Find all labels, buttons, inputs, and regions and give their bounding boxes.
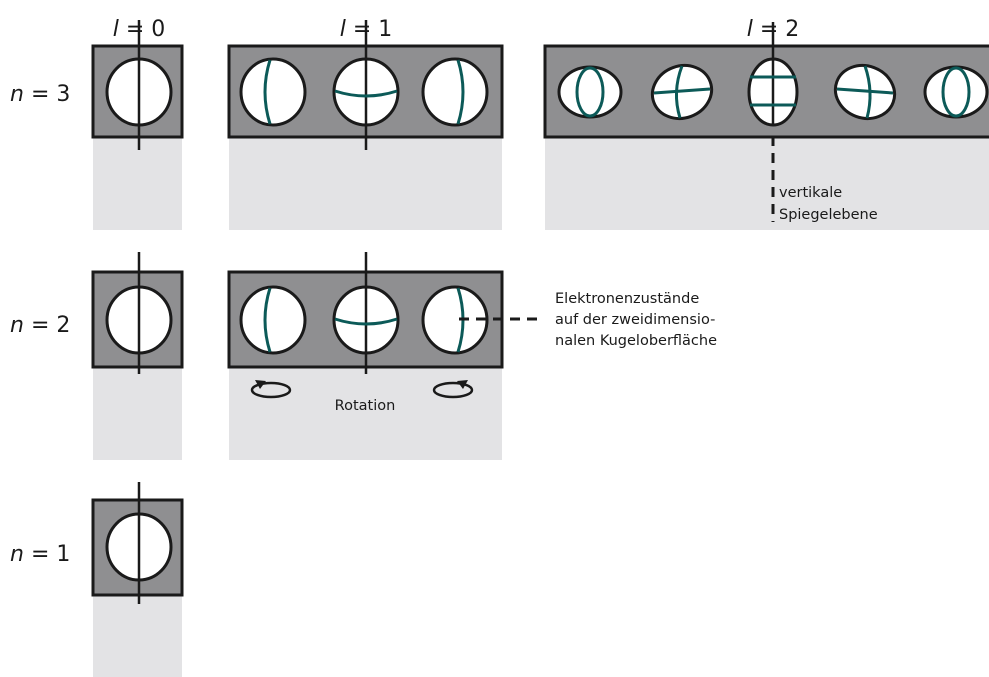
panel-n2-l1: Rotation — [227, 252, 504, 460]
panel-n3-l2 — [543, 22, 989, 230]
panel-n2-l0 — [91, 252, 184, 460]
sphere-d-orbital — [923, 65, 989, 119]
panel-n1-l0 — [91, 482, 184, 677]
rotation-arrow-right-icon — [432, 380, 474, 399]
panel-n3-l0 — [91, 20, 184, 230]
sphere-p-orbital — [239, 57, 307, 127]
column-label-l0: l = 0 — [113, 17, 166, 42]
column-label-l2: l = 2 — [747, 17, 800, 42]
sphere-d-orbital — [557, 65, 623, 119]
panel-n3-l1 — [227, 20, 504, 230]
annotation-rotation: Rotation — [335, 398, 396, 414]
column-label-l1: l = 1 — [340, 17, 393, 42]
annotation-mirror-plane-line2: Spiegelebene — [779, 207, 878, 223]
annotation-mirror-plane-line1: vertikale — [779, 185, 842, 201]
annotation-surface-states-line3: nalen Kugeloberfläche — [555, 333, 717, 349]
rotation-arrow-left-icon — [250, 380, 292, 399]
row-label-n2: n = 2 — [10, 313, 70, 338]
sphere-p-orbital — [421, 57, 489, 127]
sphere-p-orbital — [421, 285, 489, 355]
sphere-p-orbital — [239, 285, 307, 355]
annotation-surface-states-line1: Elektronenzustände — [555, 291, 699, 307]
row-label-n3: n = 3 — [10, 82, 70, 107]
annotation-surface-states-line2: auf der zweidimensio- — [555, 312, 715, 328]
row-label-n1: n = 1 — [10, 542, 70, 567]
